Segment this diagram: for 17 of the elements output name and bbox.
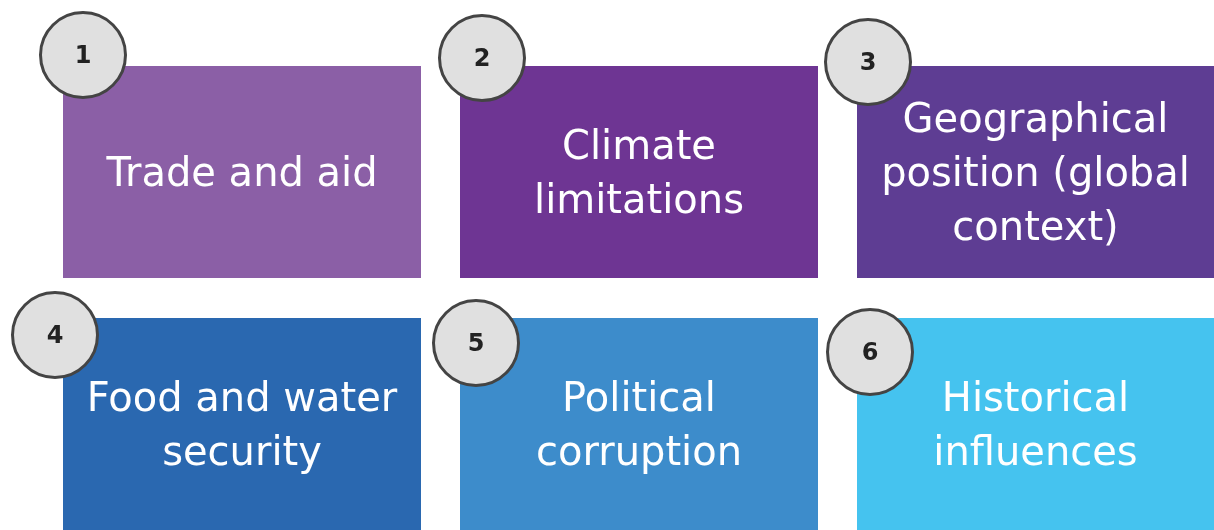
- topic-box: [857, 318, 1214, 530]
- topic-label: Trade and aid: [106, 148, 378, 197]
- callout-number: 1: [74, 41, 92, 69]
- topic-box: [460, 318, 818, 530]
- topic-label: Climate limitations: [533, 121, 745, 224]
- topic-label: Food and water security: [85, 373, 399, 476]
- topic-label: Political corruption: [535, 373, 743, 476]
- callout-number: 3: [859, 48, 877, 76]
- topic-label: Historical influences: [932, 373, 1139, 476]
- callout-number: 6: [861, 338, 879, 366]
- topic-box: [63, 318, 421, 530]
- topic-box: [63, 66, 421, 278]
- topic-box: [460, 66, 818, 278]
- callout-number: 2: [473, 44, 491, 72]
- topic-label: Geographical position (global context): [880, 94, 1191, 251]
- callout-number: 4: [46, 321, 64, 349]
- callout-number: 5: [467, 329, 485, 357]
